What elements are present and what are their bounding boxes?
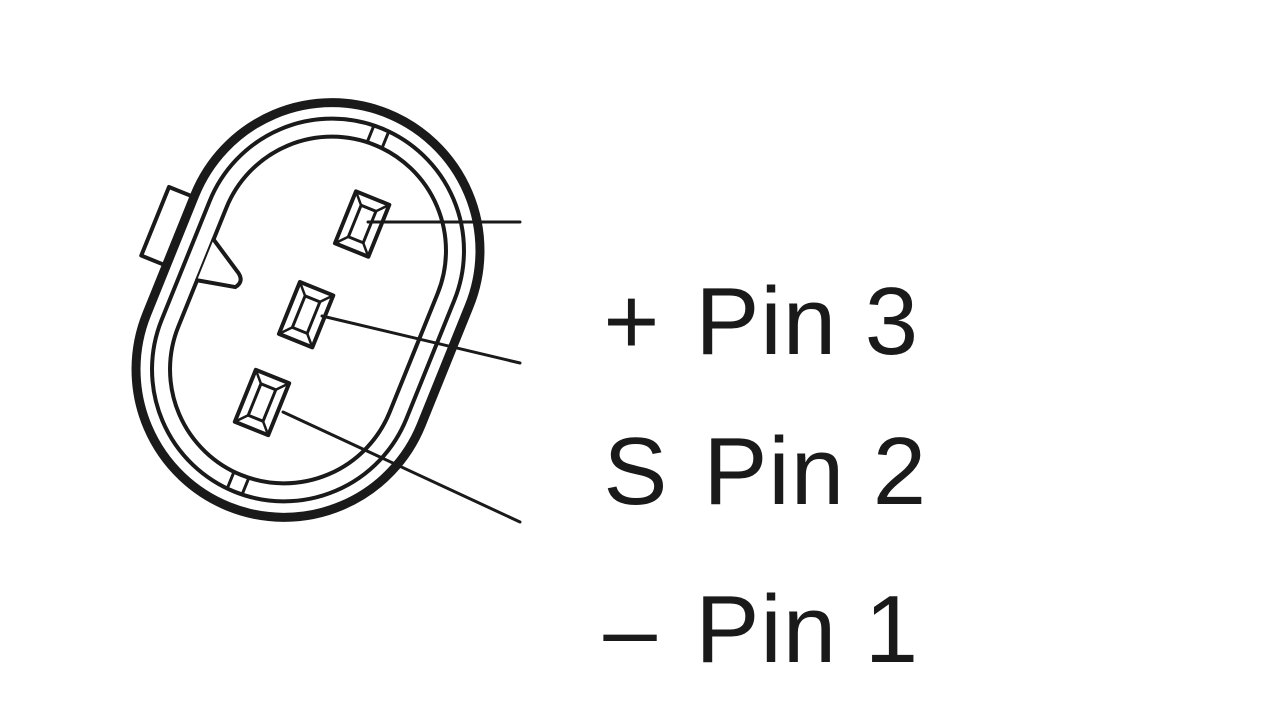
pin-2-name: Pin 2 [703, 418, 928, 525]
pin-3-label: +Pin 3 [548, 178, 919, 370]
leader-line-pin-1 [281, 410, 522, 524]
pin-1-name: Pin 1 [695, 576, 920, 683]
inner-latch [195, 237, 243, 290]
pin-3-name: Pin 3 [695, 268, 920, 375]
pin-1-symbol: – [603, 576, 658, 683]
pin-3-symbol: + [603, 268, 661, 375]
pin-1-label: –Pin 1 [548, 486, 919, 678]
leader-line-pin-2 [320, 314, 522, 365]
pin-1-terminal [232, 367, 292, 438]
top-notch [365, 123, 391, 150]
seal-ring [150, 116, 466, 504]
locking-tab [139, 184, 197, 268]
pin-2-symbol: S [603, 418, 669, 525]
pin-2-terminal [276, 279, 336, 350]
bottom-notch [225, 470, 251, 497]
pin-3-terminal [332, 189, 392, 259]
connector-body [131, 98, 485, 522]
